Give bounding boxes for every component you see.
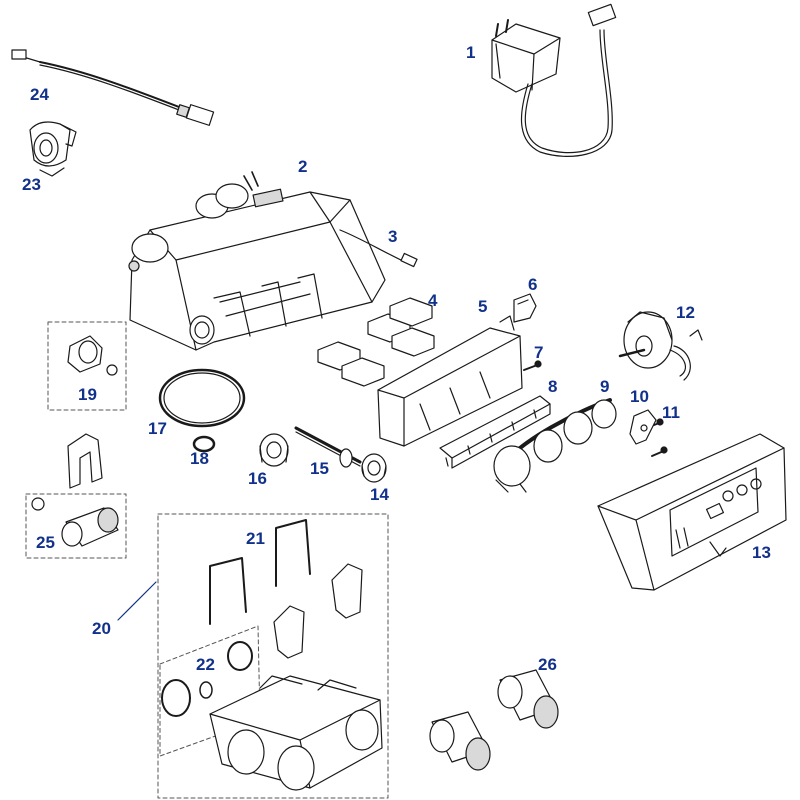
label-part-8: 8 xyxy=(548,377,558,396)
label-part-7: 7 xyxy=(534,343,544,362)
seal-icon xyxy=(317,297,435,387)
bracket-icon xyxy=(629,409,657,445)
label-part-24: 24 xyxy=(30,85,49,104)
label-part-15: 15 xyxy=(310,459,329,478)
leader-line-20 xyxy=(117,581,157,621)
piston-cap-icon xyxy=(361,453,387,483)
piston-assembly-icon xyxy=(493,398,617,493)
label-part-10: 10 xyxy=(630,387,649,406)
label-part-22: 22 xyxy=(196,655,215,674)
label-part-12: 12 xyxy=(676,303,695,322)
cable-icon xyxy=(339,229,418,268)
fitting-icon xyxy=(25,433,127,559)
clip-icon xyxy=(513,293,537,323)
label-part-17: 17 xyxy=(148,419,167,438)
rod-icon xyxy=(294,426,362,468)
label-part-11: 11 xyxy=(662,403,680,422)
label-part-26: 26 xyxy=(538,655,557,674)
label-part-23: 23 xyxy=(22,175,41,194)
part-20-group xyxy=(157,513,389,799)
motor-icon xyxy=(618,311,703,381)
fitting-icon xyxy=(429,669,559,771)
label-part-13: 13 xyxy=(752,543,771,562)
label-part-6: 6 xyxy=(528,275,538,294)
label-part-2: 2 xyxy=(298,157,308,176)
label-part-19: 19 xyxy=(78,385,97,404)
power-adapter-icon xyxy=(491,3,617,157)
clip-icon xyxy=(29,121,77,177)
cam-rail-icon xyxy=(439,395,551,469)
controller-housing-icon xyxy=(597,433,787,591)
part-19-group xyxy=(47,321,127,411)
label-part-5: 5 xyxy=(478,297,488,316)
label-part-9: 9 xyxy=(600,377,610,396)
label-part-16: 16 xyxy=(248,469,267,488)
label-part-18: 18 xyxy=(190,449,209,468)
label-part-4: 4 xyxy=(428,291,438,310)
label-part-20: 20 xyxy=(92,619,111,638)
label-part-3: 3 xyxy=(388,227,398,246)
label-part-14: 14 xyxy=(370,485,389,504)
spacer-icon xyxy=(259,433,289,467)
o-ring-icon xyxy=(158,368,246,428)
valve-body-icon xyxy=(128,171,386,351)
label-part-21: 21 xyxy=(246,529,265,548)
label-part-1: 1 xyxy=(466,43,476,62)
label-part-25: 25 xyxy=(36,533,55,552)
spacer-stack-icon xyxy=(377,315,523,447)
o-ring-icon xyxy=(192,435,216,453)
cable-icon xyxy=(11,49,215,126)
